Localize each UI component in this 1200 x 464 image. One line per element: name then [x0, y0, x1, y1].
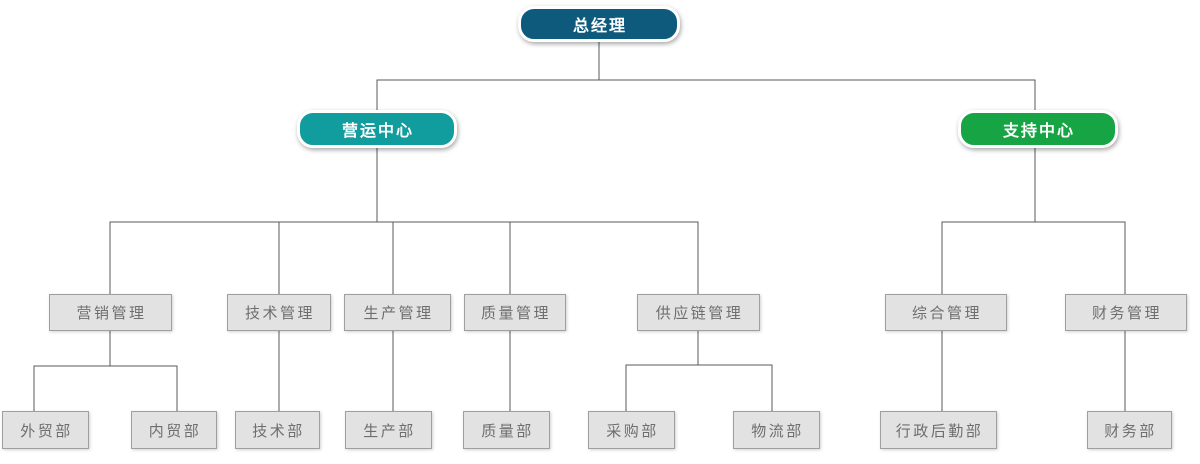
org-node-general-manager[interactable]: 总经理 — [518, 6, 680, 42]
org-node-quality-dept[interactable]: 质量部 — [463, 411, 550, 449]
connector-support-bracket — [941, 221, 1126, 294]
org-node-supply-chain-mgmt[interactable]: 供应链管理 — [637, 294, 760, 331]
org-node-logistics-dept[interactable]: 物流部 — [733, 411, 820, 449]
org-node-domestic-trade-dept[interactable]: 内贸部 — [131, 411, 217, 449]
org-node-production-mgmt[interactable]: 生产管理 — [344, 294, 451, 331]
org-node-operations-center[interactable]: 营运中心 — [297, 110, 457, 148]
org-node-admin-logistics-dept[interactable]: 行政后勤部 — [880, 411, 997, 449]
org-node-production-dept[interactable]: 生产部 — [345, 411, 432, 449]
connector-operations-bracket — [109, 221, 699, 294]
org-node-finance-dept[interactable]: 财务部 — [1087, 411, 1172, 449]
org-node-support-center[interactable]: 支持中心 — [958, 110, 1118, 148]
org-node-general-affairs-mgmt[interactable]: 综合管理 — [885, 294, 1007, 331]
org-node-tech-dept[interactable]: 技术部 — [235, 411, 320, 449]
org-node-tech-mgmt[interactable]: 技术管理 — [227, 294, 331, 331]
connector-root-bracket — [376, 79, 1036, 110]
connector-supply-bracket — [625, 364, 773, 411]
org-node-purchasing-dept[interactable]: 采购部 — [588, 411, 675, 449]
connector-marketing-bracket — [33, 365, 178, 411]
org-node-marketing-mgmt[interactable]: 营销管理 — [49, 294, 172, 331]
org-node-finance-mgmt[interactable]: 财务管理 — [1065, 294, 1187, 331]
org-node-foreign-trade-dept[interactable]: 外贸部 — [2, 411, 89, 449]
org-node-quality-mgmt[interactable]: 质量管理 — [464, 294, 566, 331]
